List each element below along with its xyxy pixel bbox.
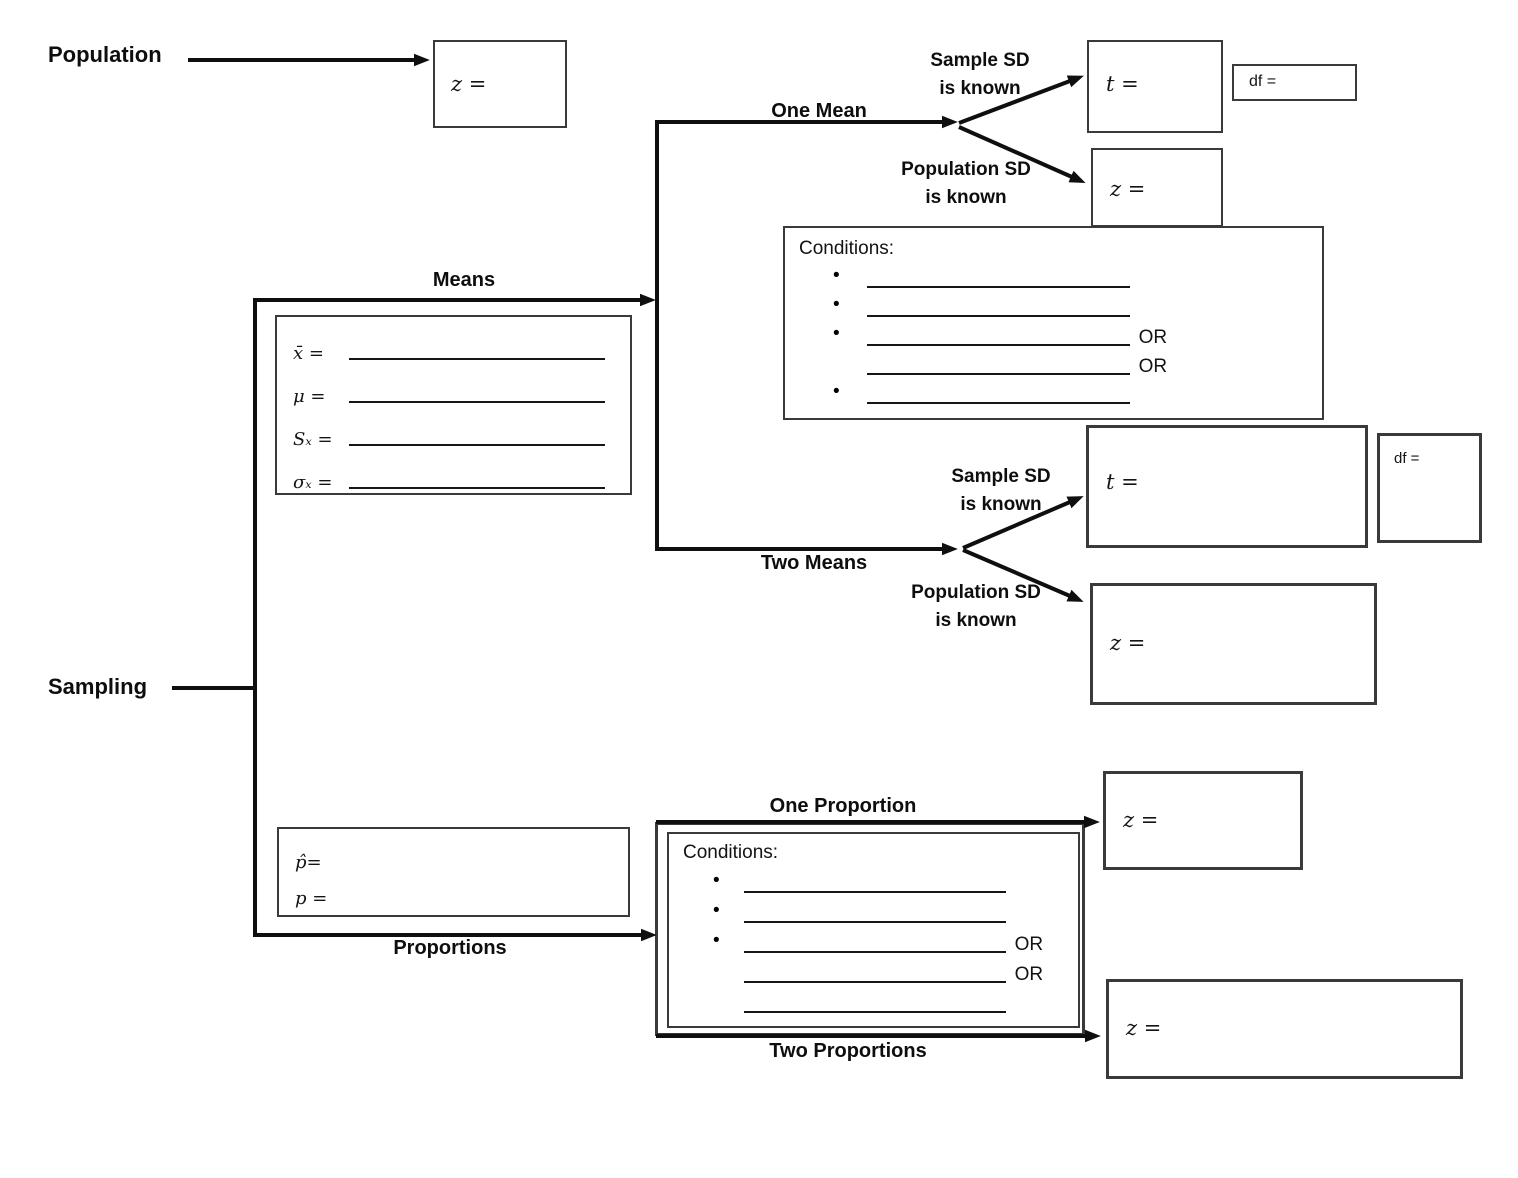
condition-row: • OR bbox=[785, 350, 1322, 379]
or-label: OR bbox=[1014, 964, 1044, 985]
phat-label: p̂= bbox=[295, 852, 322, 873]
bullet-icon: • bbox=[713, 900, 720, 921]
one-mean-population-sd-label: Population SD is known bbox=[876, 156, 1056, 212]
population-z-box: z = bbox=[433, 40, 567, 128]
is-known-text: is known bbox=[935, 610, 1017, 631]
sample-sd-text: Sample SD bbox=[930, 50, 1030, 71]
variable-row: p = bbox=[295, 873, 612, 909]
condition-row: • OR bbox=[669, 957, 1078, 987]
condition-row: • bbox=[669, 987, 1078, 1017]
variable-row: Sₓ = bbox=[293, 407, 614, 450]
one-mean-t-box: t = bbox=[1087, 40, 1223, 133]
condition-blank-line bbox=[743, 951, 1006, 953]
sigmax-label: σₓ = bbox=[293, 472, 333, 493]
bullet-icon: • bbox=[833, 381, 840, 402]
branch-label-means: Means bbox=[432, 269, 496, 291]
condition-blank-line bbox=[866, 402, 1130, 404]
bullet-icon: • bbox=[833, 294, 840, 315]
variable-row: σₓ = bbox=[293, 450, 614, 493]
variable-row: p̂= bbox=[295, 837, 612, 873]
condition-blank-line bbox=[866, 373, 1130, 375]
condition-row: • OR bbox=[785, 321, 1322, 350]
condition-blank-line bbox=[866, 344, 1130, 346]
population-sd-text: Population SD bbox=[901, 159, 1031, 180]
condition-blank-line bbox=[866, 315, 1130, 317]
two-means-population-sd-label: Population SD is known bbox=[886, 579, 1066, 635]
condition-row: • bbox=[785, 292, 1322, 321]
bullet-icon: • bbox=[713, 870, 720, 891]
branch-label-one-mean: One Mean bbox=[771, 100, 867, 122]
mu-label: μ = bbox=[293, 386, 326, 407]
two-means-sample-sd-label: Sample SD is known bbox=[926, 463, 1076, 519]
condition-blank-line bbox=[743, 891, 1006, 893]
means-conditions-box: Conditions: • • • OR • OR • bbox=[783, 226, 1324, 420]
two-means-z-box: z = bbox=[1090, 583, 1377, 705]
two-means-df-box: df = bbox=[1377, 433, 1482, 543]
p-label: p = bbox=[295, 888, 328, 909]
xbar-label: x̄ = bbox=[293, 343, 324, 364]
condition-blank-line bbox=[743, 1011, 1006, 1013]
df-equals-text: df = bbox=[1249, 73, 1277, 90]
bullet-icon: • bbox=[833, 323, 840, 344]
sx-label: Sₓ = bbox=[293, 429, 333, 450]
variable-blank-line bbox=[349, 401, 605, 403]
conditions-title: Conditions: bbox=[683, 842, 779, 863]
variable-blank-line bbox=[349, 444, 605, 446]
or-label: OR bbox=[1014, 934, 1044, 955]
one-mean-z-box: z = bbox=[1091, 148, 1223, 227]
condition-row: • bbox=[669, 867, 1078, 897]
z-equals-text: z = bbox=[451, 72, 487, 96]
or-label: OR bbox=[1138, 356, 1168, 377]
condition-row: • bbox=[669, 897, 1078, 927]
z-equals-text: z = bbox=[1110, 177, 1146, 201]
condition-blank-line bbox=[866, 286, 1130, 288]
or-label: OR bbox=[1138, 327, 1168, 348]
is-known-text: is known bbox=[939, 78, 1021, 99]
means-variables-box: x̄ = μ = Sₓ = σₓ = bbox=[275, 315, 632, 495]
branch-label-proportions: Proportions bbox=[393, 937, 507, 959]
condition-row: • bbox=[785, 379, 1322, 408]
variable-blank-line bbox=[349, 358, 605, 360]
one-proportion-z-box: z = bbox=[1103, 771, 1303, 870]
z-equals-text: z = bbox=[1126, 1016, 1162, 1040]
df-equals-text: df = bbox=[1394, 450, 1420, 467]
branch-label-two-proportions: Two Proportions bbox=[769, 1040, 927, 1062]
condition-blank-line bbox=[743, 921, 1006, 923]
one-mean-df-box: df = bbox=[1232, 64, 1357, 101]
proportions-variables-box: p̂= p = bbox=[277, 827, 630, 917]
sample-sd-text: Sample SD bbox=[951, 466, 1051, 487]
z-equals-text: z = bbox=[1110, 631, 1146, 655]
population-sd-text: Population SD bbox=[911, 582, 1041, 603]
proportions-conditions-box: Conditions: • • • OR • OR • bbox=[667, 832, 1080, 1028]
sampling-label: Sampling bbox=[48, 674, 148, 699]
bullet-icon: • bbox=[833, 265, 840, 286]
branch-label-one-proportion: One Proportion bbox=[769, 795, 917, 817]
condition-row: • bbox=[785, 263, 1322, 292]
variable-row: x̄ = bbox=[293, 323, 614, 364]
one-mean-sample-sd-label: Sample SD is known bbox=[905, 47, 1055, 103]
t-equals-text: t = bbox=[1106, 72, 1139, 96]
branch-label-two-means: Two Means bbox=[760, 552, 868, 574]
is-known-text: is known bbox=[925, 187, 1007, 208]
z-equals-text: z = bbox=[1123, 808, 1159, 832]
is-known-text: is known bbox=[960, 494, 1042, 515]
variable-row: μ = bbox=[293, 364, 614, 407]
variable-blank-line bbox=[349, 487, 605, 489]
two-proportions-z-box: z = bbox=[1106, 979, 1463, 1079]
bullet-icon: • bbox=[713, 930, 720, 951]
two-means-t-box: t = bbox=[1086, 425, 1368, 548]
t-equals-text: t = bbox=[1106, 470, 1139, 494]
condition-row: • OR bbox=[669, 927, 1078, 957]
conditions-title: Conditions: bbox=[799, 238, 895, 259]
condition-blank-line bbox=[743, 981, 1006, 983]
population-label: Population bbox=[48, 42, 162, 67]
